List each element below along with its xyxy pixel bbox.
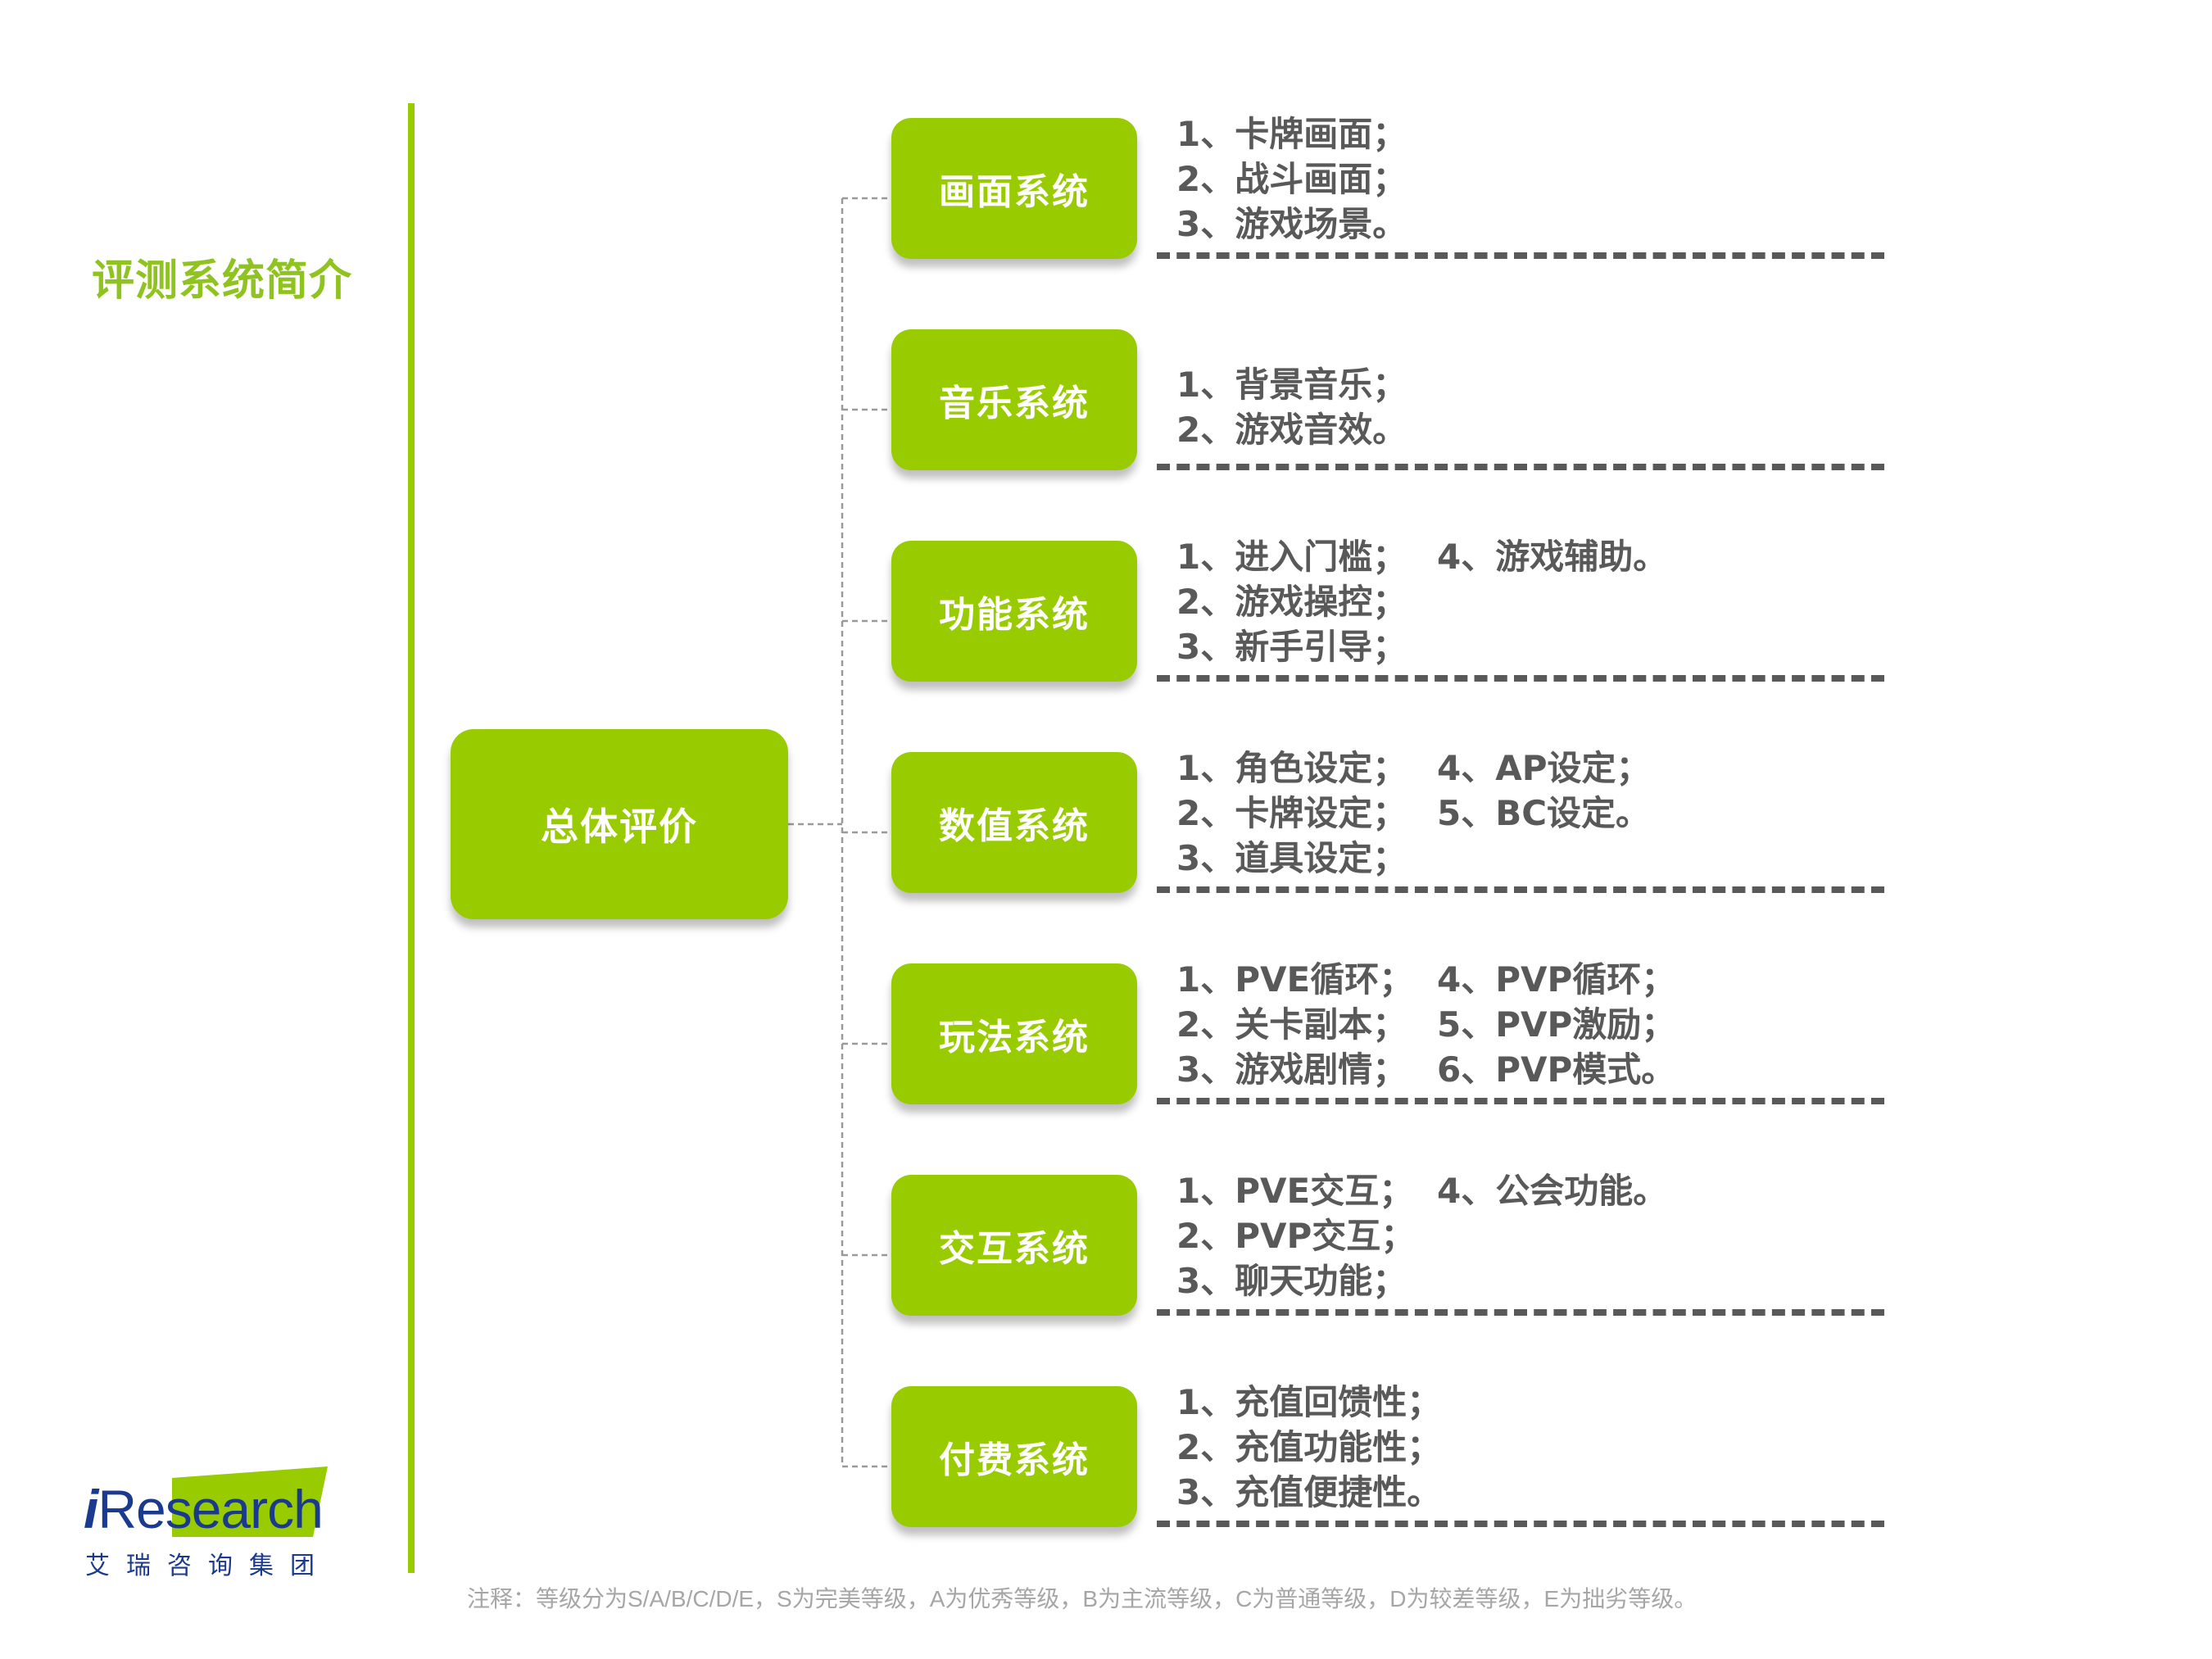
list-item: 2、PVP交互；: [1176, 1216, 1416, 1256]
item-row: 2、充值功能性；: [1176, 1425, 1914, 1470]
item-row: 1、PVE循环； 4、PVP循环；: [1176, 957, 1914, 1002]
dashed-separator: [1157, 886, 1884, 893]
branch-items: 1、进入门槛； 4、游戏辅助。 2、游戏操控； 3、新手引导；: [1176, 534, 1914, 669]
item-row: 1、充值回馈性；: [1176, 1380, 1914, 1425]
list-item: 4、AP设定；: [1437, 748, 1651, 788]
dashed-separator: [1157, 252, 1884, 259]
list-item: 2、战斗画面；: [1176, 159, 1407, 199]
item-row: 3、游戏场景。: [1176, 202, 1914, 247]
dashed-separator: [1157, 1098, 1884, 1104]
list-item: 1、背景音乐；: [1176, 365, 1407, 405]
item-row: 2、PVP交互；: [1176, 1213, 1914, 1258]
branch-node: 功能系统: [891, 541, 1137, 682]
branch-items: 1、卡牌画面； 2、战斗画面； 3、游戏场景。: [1176, 111, 1914, 247]
list-item: 1、进入门槛；: [1176, 537, 1407, 577]
list-item: 2、充值功能性；: [1176, 1427, 1442, 1467]
branch-node: 付费系统: [891, 1386, 1137, 1527]
list-item: 4、公会功能。: [1437, 1171, 1668, 1211]
list-item: 1、卡牌画面；: [1176, 114, 1407, 154]
root-node: 总体评价: [451, 729, 788, 919]
item-row: 1、角色设定； 4、AP设定；: [1176, 746, 1914, 791]
branch-node: 玩法系统: [891, 963, 1137, 1104]
list-item: 5、PVP激励；: [1437, 1004, 1676, 1045]
vertical-divider: [408, 103, 415, 1573]
item-row: 1、进入门槛； 4、游戏辅助。: [1176, 534, 1914, 579]
list-item: 4、PVP循环；: [1437, 959, 1676, 999]
item-row: 2、游戏操控；: [1176, 579, 1914, 624]
list-item: 3、聊天功能；: [1176, 1261, 1407, 1301]
list-item: 1、角色设定；: [1176, 748, 1407, 788]
list-item: 3、充值便捷性。: [1176, 1472, 1442, 1512]
list-item: 4、游戏辅助。: [1437, 537, 1668, 577]
list-item: 5、BC设定。: [1437, 793, 1651, 833]
list-item: 1、PVE循环；: [1176, 959, 1414, 999]
list-item: 3、游戏场景。: [1176, 204, 1407, 244]
item-row: 1、PVE交互； 4、公会功能。: [1176, 1168, 1914, 1213]
branch-node: 音乐系统: [891, 329, 1137, 470]
page-title: 评测系统简介: [92, 256, 353, 306]
item-row: 3、新手引导；: [1176, 624, 1914, 669]
dashed-separator: [1157, 1309, 1884, 1316]
branch-items: 1、PVE交互； 4、公会功能。 2、PVP交互； 3、聊天功能；: [1176, 1168, 1914, 1303]
logo-chinese: 艾瑞咨询集团: [85, 1552, 331, 1580]
footnote: 注释：等级分为S/A/B/C/D/E，S为完美等级，A为优秀等级，B为主流等级，…: [467, 1586, 1698, 1611]
item-row: 2、战斗画面；: [1176, 156, 1914, 202]
list-item: 2、游戏音效。: [1176, 410, 1407, 450]
logo-wordmark: iResearch: [84, 1479, 324, 1539]
branch-node: 交互系统: [891, 1175, 1137, 1316]
item-row: 2、卡牌设定； 5、BC设定。: [1176, 791, 1914, 836]
list-item: 1、充值回馈性；: [1176, 1382, 1442, 1422]
list-item: 2、关卡副本；: [1176, 1004, 1407, 1045]
dashed-separator: [1157, 675, 1884, 682]
item-row: 3、道具设定；: [1176, 836, 1914, 881]
list-item: 3、新手引导；: [1176, 627, 1407, 667]
list-item: 1、PVE交互；: [1176, 1171, 1414, 1211]
list-item: 6、PVP模式。: [1437, 1049, 1676, 1090]
list-item: 2、卡牌设定；: [1176, 793, 1407, 833]
iresearch-logo: iResearch 艾瑞咨询集团: [82, 1466, 336, 1581]
item-row: 2、关卡副本； 5、PVP激励；: [1176, 1002, 1914, 1047]
dashed-separator: [1157, 464, 1884, 470]
list-item: 2、游戏操控；: [1176, 582, 1407, 622]
branch-items: 1、PVE循环； 4、PVP循环； 2、关卡副本； 5、PVP激励； 3、游戏剧情； 6、…: [1176, 957, 1914, 1092]
item-row: 2、游戏音效。: [1176, 407, 1914, 452]
branch-items: 1、角色设定； 4、AP设定； 2、卡牌设定； 5、BC设定。 3、道具设定；: [1176, 746, 1914, 881]
list-item: 3、道具设定；: [1176, 838, 1407, 878]
item-row: 3、游戏剧情； 6、PVP模式。: [1176, 1047, 1914, 1092]
item-row: 3、聊天功能；: [1176, 1258, 1914, 1303]
branch-items: 1、充值回馈性； 2、充值功能性； 3、充值便捷性。: [1176, 1380, 1914, 1515]
item-row: 1、卡牌画面；: [1176, 111, 1914, 156]
item-row: 3、充值便捷性。: [1176, 1470, 1914, 1515]
branch-items: 1、背景音乐； 2、游戏音效。: [1176, 362, 1914, 452]
branch-node: 数值系统: [891, 752, 1137, 893]
list-item: 3、游戏剧情；: [1176, 1049, 1407, 1090]
logo-band-icon: [172, 1466, 328, 1537]
item-row: 1、背景音乐；: [1176, 362, 1914, 407]
branch-node: 画面系统: [891, 118, 1137, 259]
dashed-separator: [1157, 1521, 1884, 1527]
